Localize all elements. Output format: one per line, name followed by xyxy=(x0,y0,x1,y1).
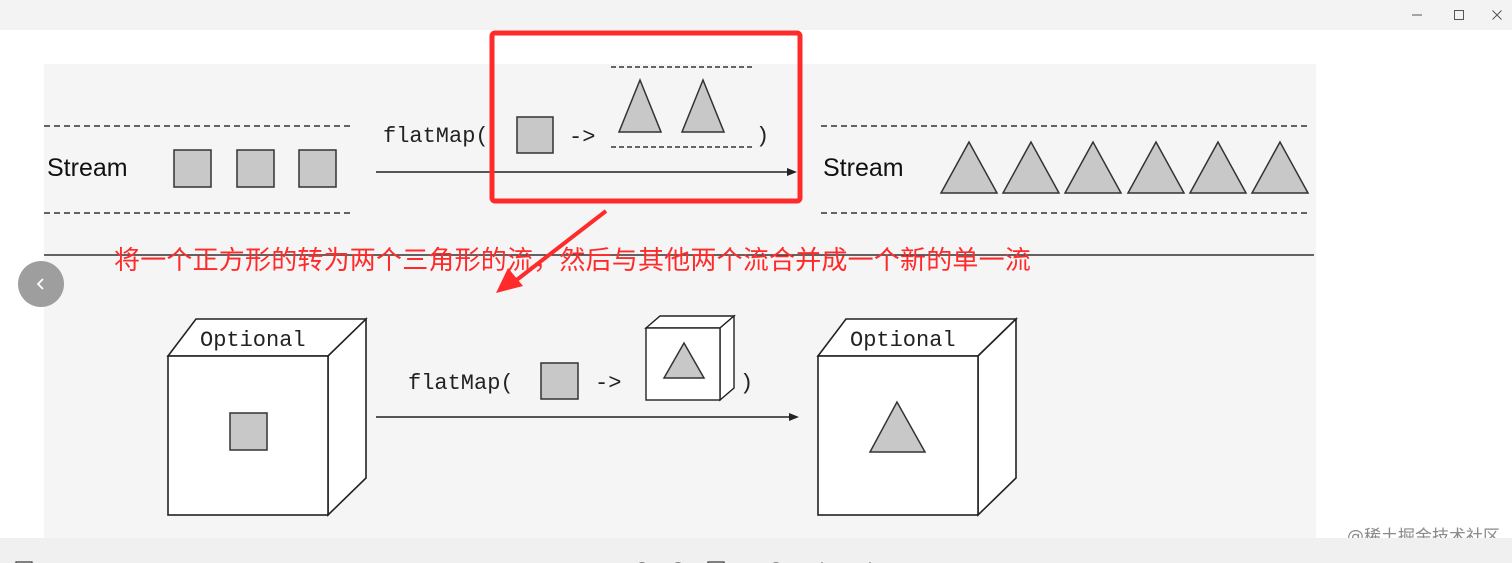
optional-fn-box xyxy=(644,314,736,402)
optional-flatmap-close: ) xyxy=(740,371,753,396)
optional-square xyxy=(229,412,268,451)
stream-output-triangle xyxy=(1001,140,1061,194)
rotate-left-button[interactable] xyxy=(766,555,786,563)
stream-output-triangle xyxy=(939,140,999,194)
more-button[interactable] xyxy=(860,555,880,563)
chevron-left-icon xyxy=(36,278,44,290)
optional-output-label: Optional xyxy=(850,328,956,353)
stream-output-label: Stream xyxy=(823,154,904,182)
stream-output-triangle xyxy=(1063,140,1123,194)
minimize-icon xyxy=(1412,14,1422,16)
close-icon xyxy=(1492,10,1502,20)
optional-fn-square xyxy=(540,362,579,400)
stream-output-triangle xyxy=(1188,140,1248,194)
minimize-button[interactable] xyxy=(1402,4,1432,26)
stream-fn-triangle xyxy=(617,77,663,133)
stream-fn-triangle xyxy=(680,77,726,133)
stream-square xyxy=(298,149,337,188)
stream-output-triangle xyxy=(1126,140,1186,194)
image-viewer: Stream flatMap( -> ) Stream xyxy=(0,30,1512,538)
stream-flatmap-label: flatMap( xyxy=(383,124,489,149)
highlight-pointer-line xyxy=(512,209,608,284)
highlight-pointer-head xyxy=(496,268,523,293)
stream-output: Stream xyxy=(821,125,1310,214)
optional-output-triangle xyxy=(868,400,927,453)
rotate-button[interactable] xyxy=(740,555,760,563)
close-button[interactable] xyxy=(1482,4,1512,26)
optional-output-box: Optional xyxy=(816,317,1018,517)
stream-input: Stream xyxy=(44,125,351,214)
annotation-text: 将一个正方形的转为两个三角形的流，然后与其他两个流合并成一个新的单一流 xyxy=(114,246,1032,276)
highlight-box xyxy=(489,30,803,204)
stream-square xyxy=(236,149,275,188)
maximize-icon xyxy=(1454,10,1464,20)
flatmap-diagram: Stream flatMap( -> ) Stream xyxy=(44,30,1316,538)
stream-fn-square xyxy=(516,116,554,154)
previous-image-button[interactable] xyxy=(18,261,64,307)
zoom-in-button[interactable] xyxy=(632,555,652,563)
stream-output-triangle xyxy=(1250,140,1310,194)
stream-input-label: Stream xyxy=(47,154,128,182)
optional-arrow-head xyxy=(789,413,799,421)
window-titlebar xyxy=(0,0,1512,30)
stream-arrow-head xyxy=(787,168,797,176)
optional-fn-triangle xyxy=(662,341,706,379)
thumbnail-toggle[interactable] xyxy=(14,555,34,563)
fit-button[interactable] xyxy=(706,555,726,563)
maximize-button[interactable] xyxy=(1444,4,1474,26)
optional-fn-arrow: -> xyxy=(595,371,621,396)
optional-input-box: Optional xyxy=(166,317,368,517)
download-button[interactable] xyxy=(812,555,832,563)
zoom-out-button[interactable] xyxy=(668,555,688,563)
stream-fn-arrow: -> xyxy=(569,125,595,150)
optional-flatmap-label: flatMap( xyxy=(408,371,514,396)
stream-flatmap-close: ) xyxy=(756,124,769,149)
stream-square xyxy=(173,149,212,188)
optional-input-label: Optional xyxy=(200,328,306,353)
bottom-toolbar xyxy=(0,538,1512,563)
